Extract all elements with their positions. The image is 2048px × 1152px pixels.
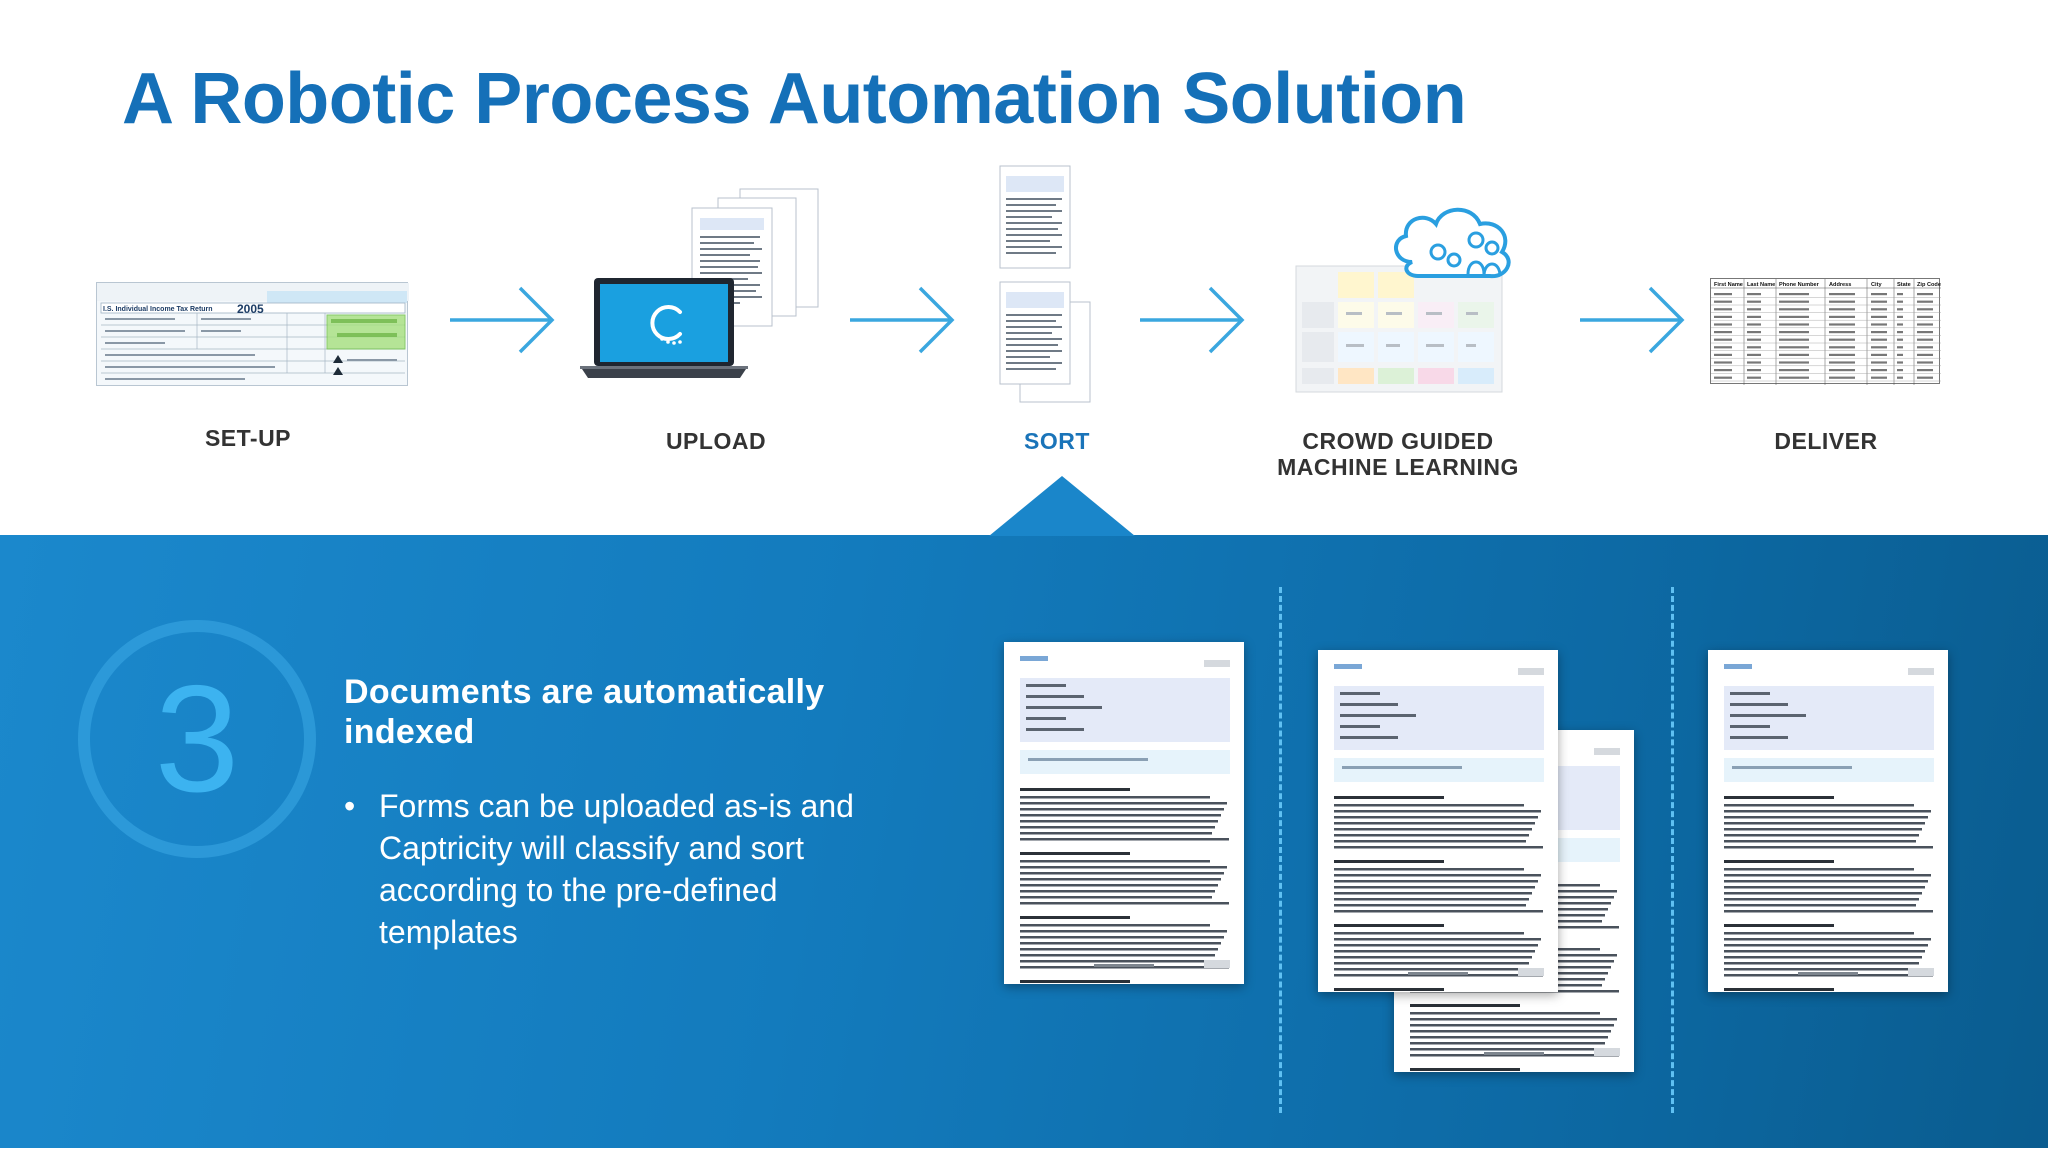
- step-label-line: CROWD GUIDED: [1302, 428, 1494, 454]
- sorted-document-3: [1708, 650, 1948, 992]
- step-label-sort: SORT: [1024, 428, 1090, 454]
- deliver-col-header: City: [1871, 282, 1882, 288]
- step-label-crowd-guided: CROWD GUIDED MACHINE LEARNING: [1220, 428, 1576, 480]
- upload-illustration: [580, 186, 830, 386]
- bullet-dot: •: [344, 788, 356, 824]
- deliver-col-header: Phone Number: [1779, 282, 1820, 288]
- deliver-col-header: State: [1897, 282, 1911, 288]
- deliver-col-header: Last Name: [1747, 282, 1775, 288]
- step-label-upload: UPLOAD: [665, 428, 767, 454]
- sort-illustration: [996, 164, 1096, 404]
- deliver-col-header: Address: [1829, 282, 1851, 288]
- bottom-strip: [0, 1148, 2048, 1152]
- deliver-col-header: First Name: [1714, 282, 1743, 288]
- sorted-document-stack-front: [1318, 650, 1558, 992]
- sorted-document-1: [1004, 642, 1244, 984]
- detail-heading: Documents are automatically indexed: [344, 673, 825, 751]
- setup-form-image: I.S. Individual Income Tax Return 2005: [96, 282, 409, 386]
- flow-arrow-4: [1578, 285, 1686, 355]
- column-divider-2: [1671, 587, 1674, 1113]
- flow-arrow-3: [1138, 285, 1246, 355]
- setup-form-year: 2005: [237, 302, 264, 316]
- step-label-setup: SET-UP: [204, 425, 292, 451]
- deliver-table-image: First Name Last Name Phone Number Addres…: [1710, 278, 1941, 385]
- detail-bullet: • Forms can be uploaded as-is and Captri…: [344, 785, 884, 953]
- crowd-ml-illustration: [1290, 200, 1570, 396]
- deliver-col-header: Zip Code: [1917, 282, 1941, 288]
- step-number: 3: [154, 653, 240, 824]
- active-step-pointer: [989, 476, 1135, 536]
- step-label-deliver: DELIVER: [1774, 428, 1878, 454]
- flow-arrow-2: [848, 285, 956, 355]
- bullet-text: Forms can be uploaded as-is and Captrici…: [379, 788, 854, 950]
- setup-form-line: I.S. Individual Income Tax Return: [103, 306, 213, 313]
- page-title: A Robotic Process Automation Solution: [122, 59, 1467, 139]
- step-label-line: MACHINE LEARNING: [1277, 454, 1519, 480]
- flow-arrow-1: [448, 285, 556, 355]
- column-divider-1: [1279, 587, 1282, 1113]
